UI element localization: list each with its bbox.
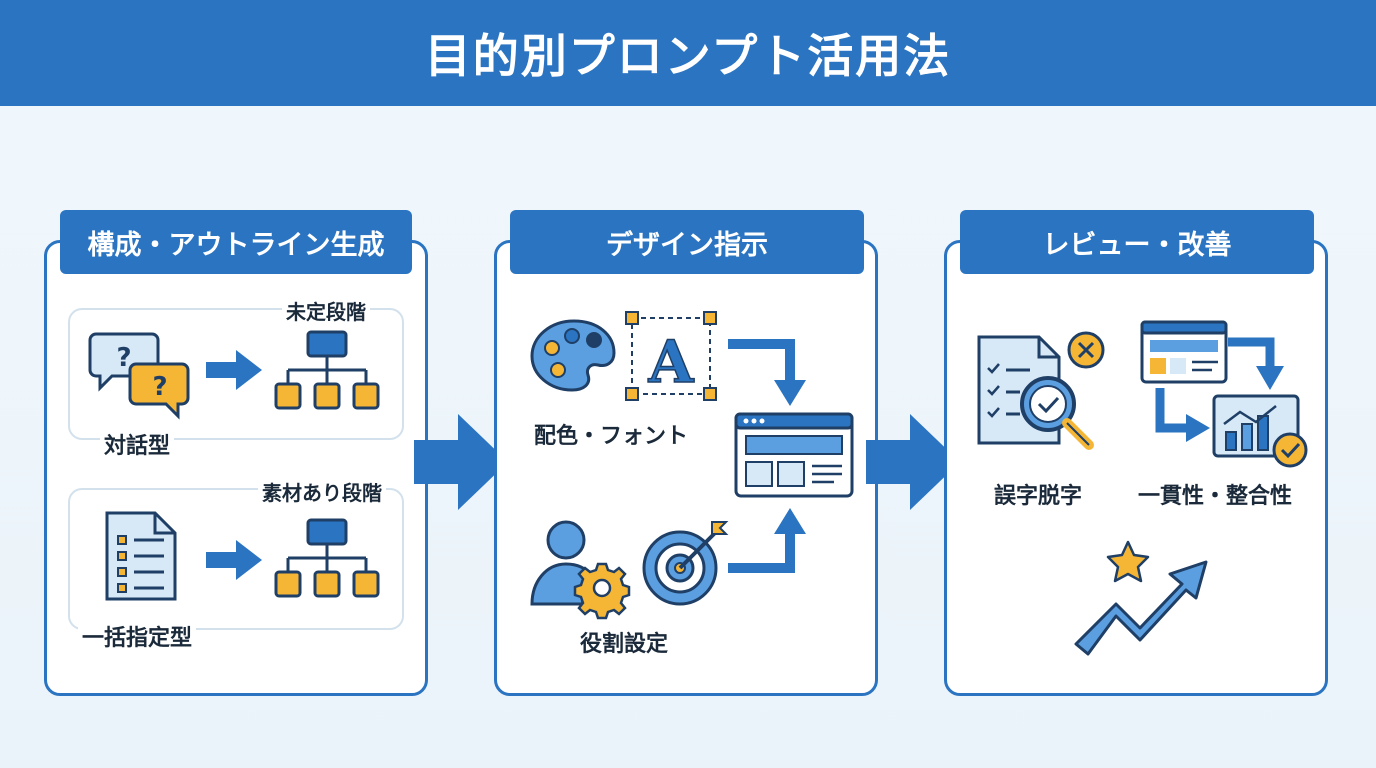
item-label-consistency: 一貫性・整合性 [1134, 478, 1297, 510]
user-gear-icon [530, 520, 631, 620]
header-banner: 目的別プロンプト活用法 [0, 0, 1376, 106]
item-label-color-font: 配色・フォント [530, 418, 693, 450]
page-title: 目的別プロンプト活用法 [424, 29, 952, 83]
bar-chart-check-icon [1212, 394, 1308, 468]
svg-text:?: ? [116, 343, 131, 373]
document-magnifier-icon [977, 335, 1094, 450]
palette-icon [530, 319, 616, 392]
font-a-icon: A [625, 311, 717, 401]
panel-review-improve [944, 240, 1328, 696]
item-label-typo: 誤字脱字 [990, 478, 1087, 510]
checklist-document-icon [105, 511, 177, 601]
browser-window-icon [1140, 320, 1228, 384]
panel-title-review: レビュー・改善 [960, 210, 1314, 274]
flow-arrow-2-icon [866, 414, 960, 510]
elbow-arrow-up-icon [728, 508, 806, 573]
trend-star-icon [1074, 540, 1208, 656]
browser-window-icon [734, 412, 854, 498]
elbow-arrow-down-icon [1228, 337, 1284, 390]
stage-label-undecided: 未定段階 [282, 296, 370, 325]
arrow-right-icon [206, 350, 262, 390]
target-icon [642, 521, 729, 606]
svg-text:?: ? [152, 372, 167, 402]
panel-title-design: デザイン指示 [510, 210, 864, 274]
hierarchy-icon [274, 518, 380, 598]
method-label-dialog: 対話型 [100, 428, 175, 460]
group-undecided [68, 308, 404, 440]
elbow-arrow-down-icon [728, 339, 806, 406]
question-bubbles-icon: ? ? [88, 332, 190, 420]
error-x-icon [1067, 331, 1105, 369]
stage-label-material: 素材あり段階 [258, 477, 386, 506]
method-label-batch: 一括指定型 [78, 620, 197, 652]
svg-text:A: A [647, 328, 694, 396]
hierarchy-icon [274, 330, 380, 410]
flow-arrow-1-icon [414, 414, 508, 510]
arrow-right-icon [206, 540, 262, 580]
elbow-arrow-right-icon [1155, 388, 1210, 442]
panel-title-outline: 構成・アウトライン生成 [60, 210, 412, 274]
group-material [68, 488, 404, 630]
item-label-role-setting: 役割設定 [576, 626, 673, 658]
